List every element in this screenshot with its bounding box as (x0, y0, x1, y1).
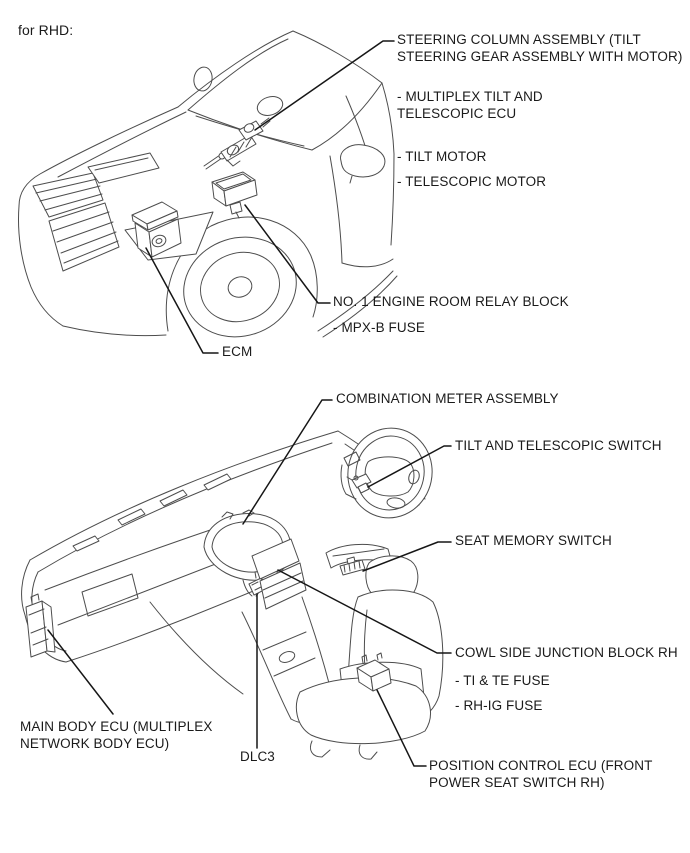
tilt-telescopic-switch-part (346, 473, 372, 494)
figure-note-rhd: for RHD: (18, 22, 74, 38)
label-tilt-motor: - TILT MOTOR (397, 149, 487, 164)
label-position-control-ecu: POSITION CONTROL ECU (FRONT POWER SEAT S… (429, 758, 653, 790)
label-main-body-ecu: MAIN BODY ECU (MULTIPLEX NETWORK BODY EC… (20, 719, 213, 751)
ecm-part (124, 201, 214, 261)
leader-lines (47, 40, 452, 767)
label-dlc3: DLC3 (240, 749, 275, 764)
front-seat (295, 555, 444, 760)
label-mpx-b-fuse: - MPX-B FUSE (333, 320, 425, 335)
label-steering-column-assembly: STEERING COLUMN ASSEMBLY (TILT STEERING … (397, 32, 683, 64)
dashboard-illustration (21, 427, 444, 760)
main-body-ecu-part (25, 593, 56, 658)
label-ecm: ECM (222, 344, 253, 359)
engine-room-relay-block-part (211, 171, 258, 219)
car-illustration (18, 30, 398, 338)
steering-column-assembly-part (203, 117, 271, 170)
label-tilt-and-telescopic-switch: TILT AND TELESCOPIC SWITCH (455, 438, 662, 453)
label-rh-ig-fuse: - RH-IG FUSE (455, 698, 543, 713)
label-seat-memory-switch: SEAT MEMORY SWITCH (455, 533, 612, 548)
position-control-ecu-part (356, 652, 392, 692)
label-ti-te-fuse: - TI & TE FUSE (455, 673, 550, 688)
label-combination-meter-assembly: COMBINATION METER ASSEMBLY (336, 391, 559, 406)
label-no1-engine-room-relay-block: NO. 1 ENGINE ROOM RELAY BLOCK (333, 294, 569, 309)
label-multiplex-tilt-telescopic-ecu: - MULTIPLEX TILT AND TELESCOPIC ECU (397, 89, 543, 121)
label-cowl-side-junction-block-rh: COWL SIDE JUNCTION BLOCK RH (455, 645, 678, 660)
seat-memory-switch-part (339, 556, 366, 576)
steering-wheel (340, 427, 433, 519)
label-telescopic-motor: - TELESCOPIC MOTOR (397, 174, 547, 189)
